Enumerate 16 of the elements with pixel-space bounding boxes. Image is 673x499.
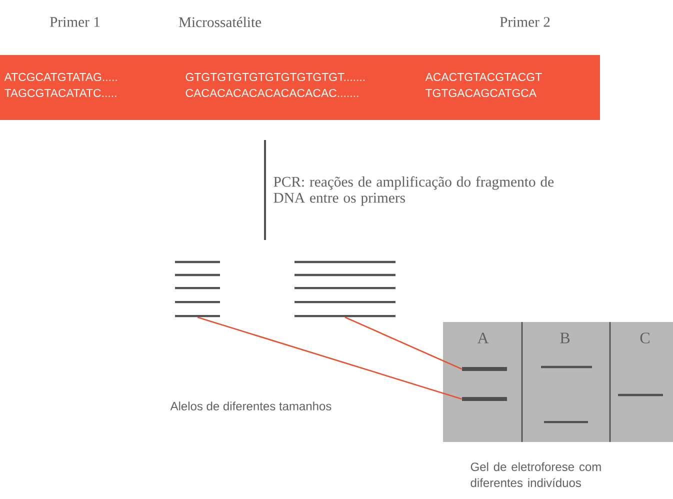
- text-label: Primer 2: [500, 17, 550, 27]
- lane-letter: C: [640, 332, 650, 344]
- connector-line: [197, 316, 462, 400]
- text-label: PCR: reações de amplificação do fragmento de DNA entre os primers: [274, 176, 554, 206]
- text-label: Primer 1: [50, 17, 100, 27]
- text-label: Microssatélite: [178, 16, 262, 28]
- lane-letter: A: [477, 332, 489, 344]
- gel-band: [462, 367, 507, 371]
- gel-band: [462, 397, 507, 401]
- allele-bands-drawing: [294, 260, 396, 318]
- text-label: Alelos de diferentes tamanhos: [170, 402, 332, 410]
- connector-line: [344, 316, 462, 370]
- lane-letter: B: [560, 332, 570, 344]
- allele-bands-drawing: [175, 260, 220, 318]
- node-label: Gel de eletroforese com diferentes indivíduos: [470, 462, 601, 488]
- dna-strand-box: ATCGCATGTATAG..... GTGTGTGTGTGTGTGTGTGT....... ACACTGTACGTACGT TAGCGTACATATC..... CACACACACACACACACAC....... TGTGACAGCATGCA: [0, 55, 600, 120]
